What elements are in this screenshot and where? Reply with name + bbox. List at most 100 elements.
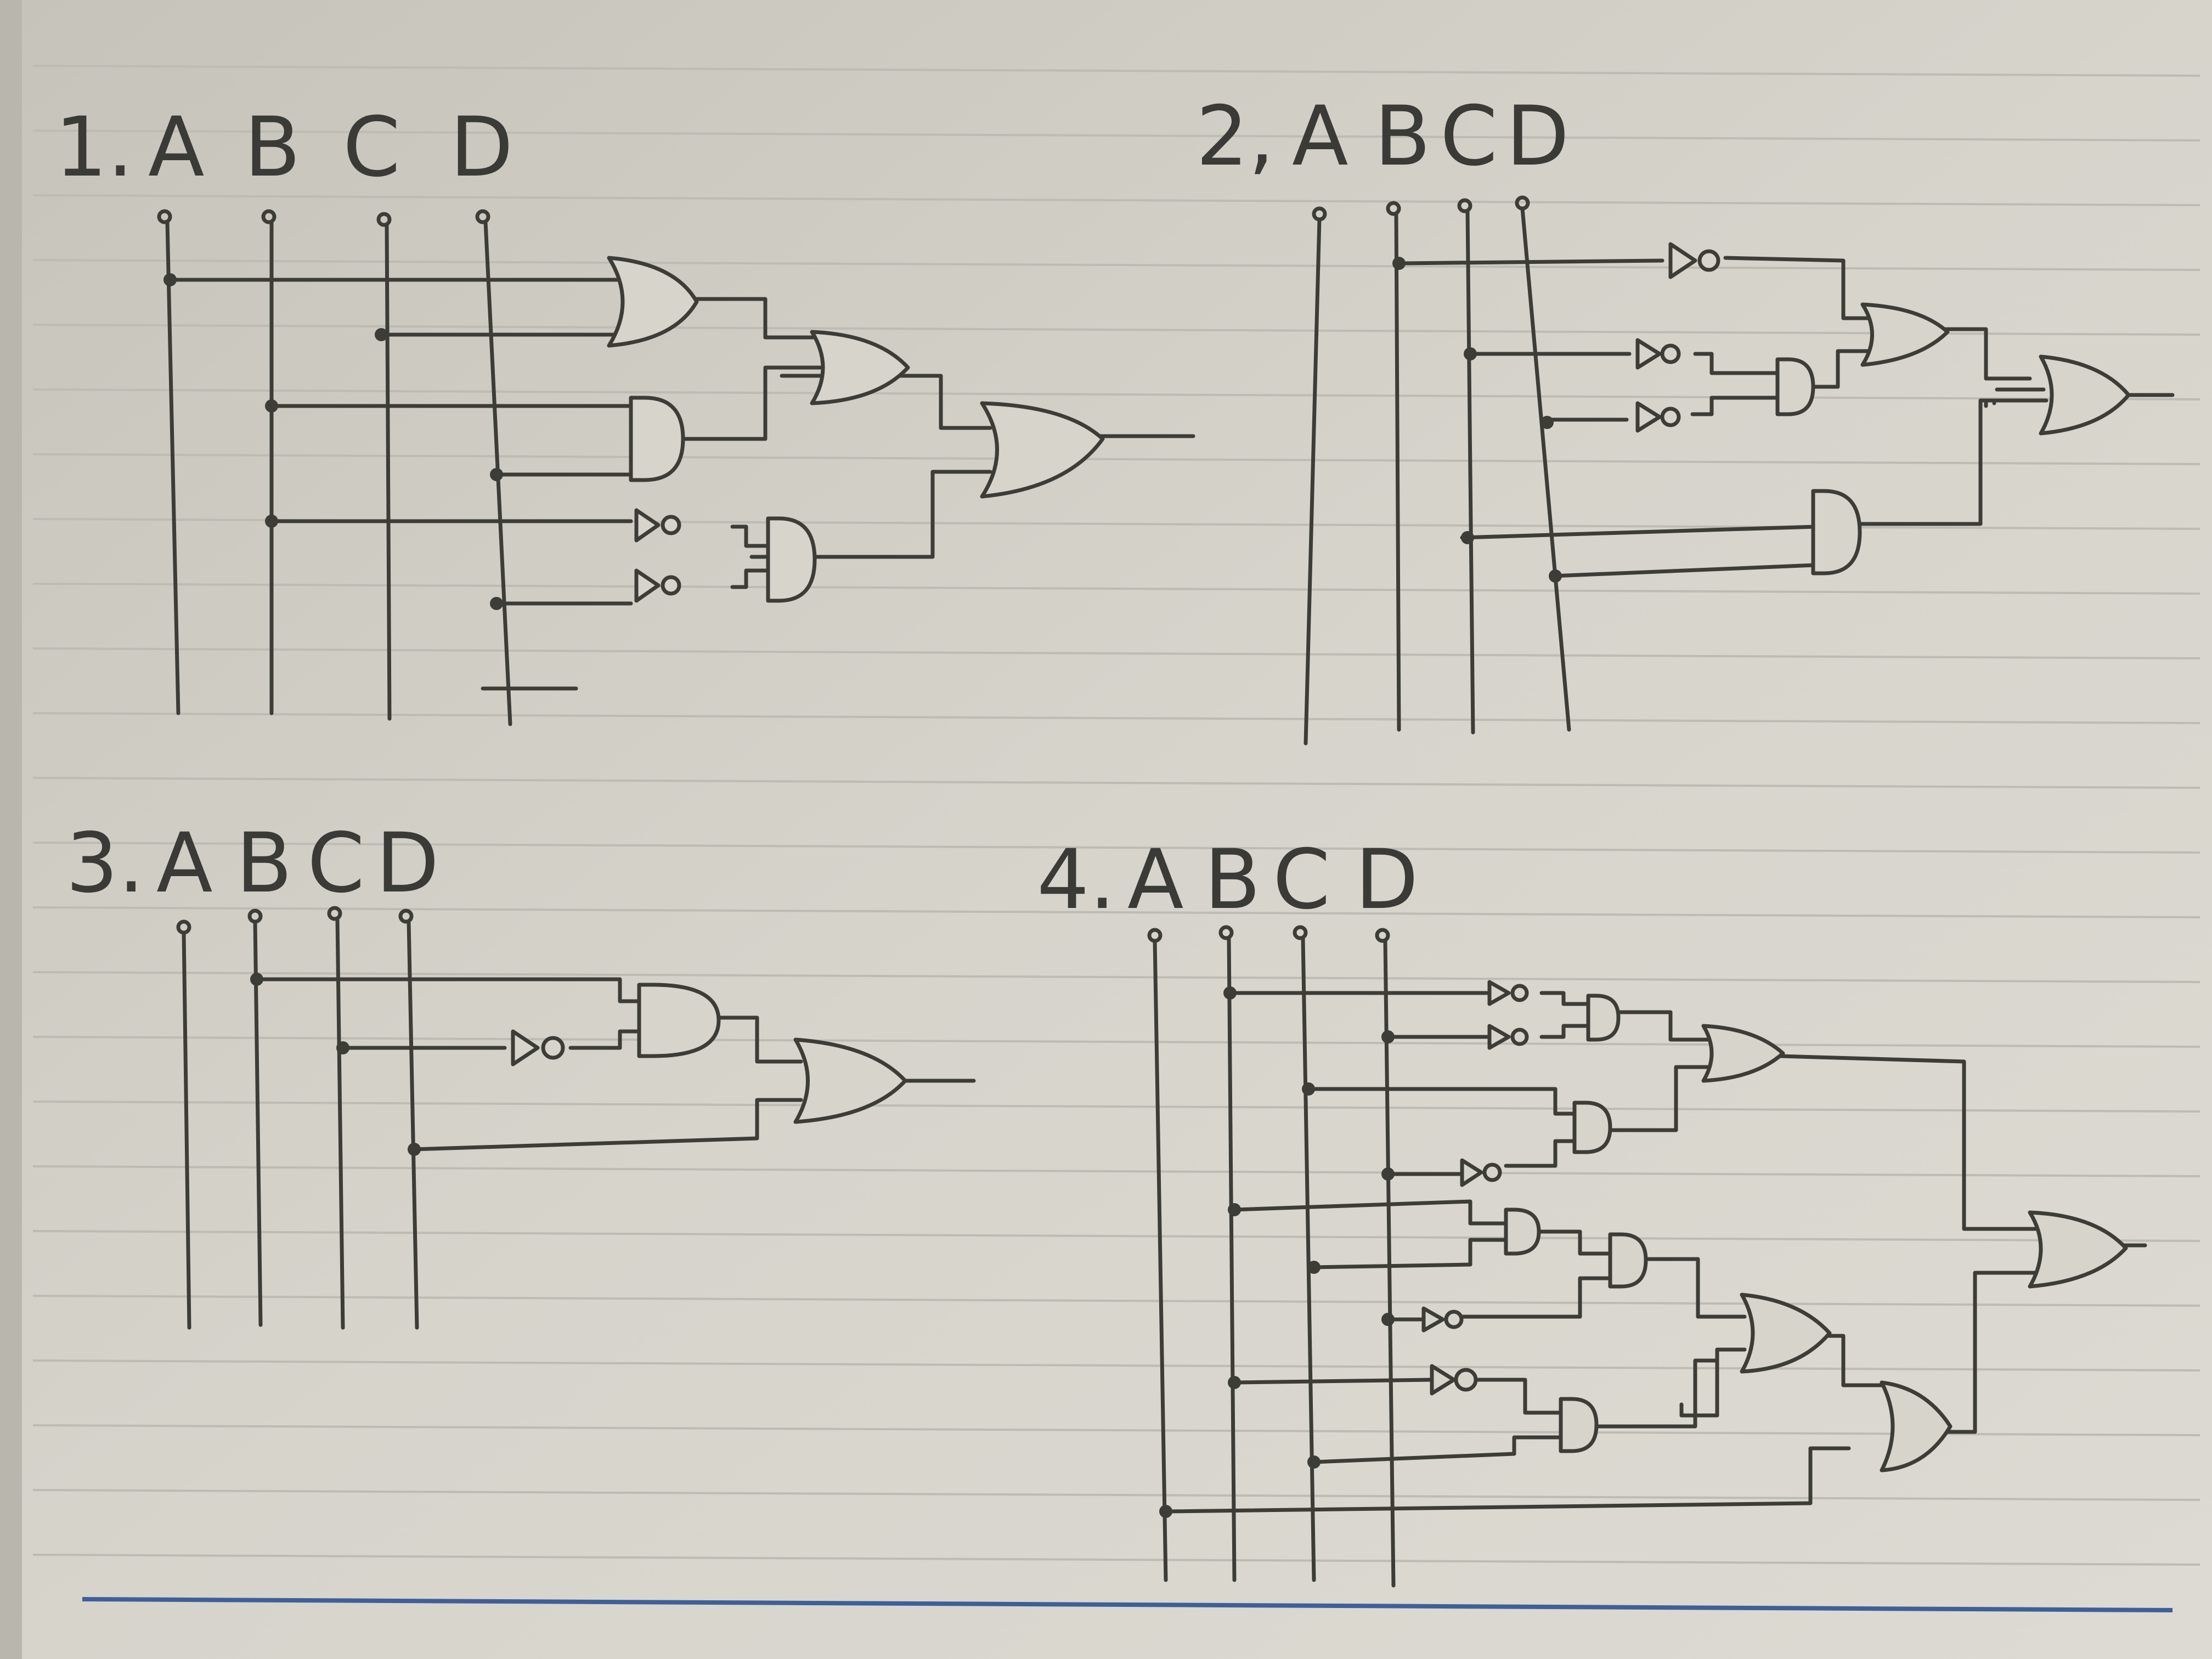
ruled-line <box>32 324 2200 336</box>
diagram-4-and-gate-2 <box>1572 1101 1612 1154</box>
diagram-3-junctions <box>250 973 421 1156</box>
diagram-2-not-gate-1 <box>1668 242 1697 279</box>
ruled-line <box>32 1165 2200 1177</box>
diagram-2-not-bubble-1 <box>1697 249 1720 272</box>
diagram-4-input-b: B <box>1204 832 1261 928</box>
diagram-1-not-gate-2 <box>634 568 661 603</box>
diagram-4-or-gate-3 <box>1880 1380 1953 1472</box>
ruled-line <box>32 65 2200 77</box>
diagram-3-wires <box>176 906 976 1330</box>
ruled-line <box>32 1230 2200 1242</box>
diagram-2-junctions <box>1392 257 1562 583</box>
diagram-1-gates <box>607 256 1105 603</box>
diagram-1-junctions <box>163 273 503 610</box>
bottom-margin-line <box>82 1597 2173 1612</box>
diagram-4-not-bubble-4 <box>1444 1310 1464 1329</box>
diagram-2-not-gate-3 <box>1635 401 1662 433</box>
circuit-diagram-4: 4. A B C D <box>1037 832 2147 1588</box>
diagram-4-not-bubble-3 <box>1482 1163 1502 1182</box>
diagram-3-input-c: C <box>307 816 365 911</box>
diagram-1-input-d: D <box>450 100 514 195</box>
ruled-line <box>32 1101 2200 1113</box>
diagram-2-not-gate-2 <box>1635 338 1662 370</box>
diagram-4-or-gate-4 <box>2028 1210 2128 1289</box>
diagram-2-or-gate-2 <box>2039 354 2131 436</box>
diagram-3-input-d: D <box>376 816 439 911</box>
diagram-1-not-bubble-2 <box>661 575 681 596</box>
circuit-diagram-3: 3. A B C D <box>66 816 976 1330</box>
diagram-2-input-a: A <box>1292 89 1348 184</box>
diagram-2-gates <box>1635 242 2131 575</box>
diagram-2-and-gate-1 <box>1775 357 1815 416</box>
diagram-2-input-c: C <box>1440 89 1498 184</box>
ruled-line <box>32 712 2200 724</box>
diagram-2-not-bubble-3 <box>1660 407 1681 427</box>
diagram-2-and-gate-2 <box>1811 489 1862 575</box>
diagram-1-or-gate-3 <box>980 401 1105 499</box>
diagram-4-not-gate-5 <box>1430 1364 1456 1396</box>
diagram-4-gates <box>1421 980 2128 1472</box>
diagram-4-number: 4. <box>1037 832 1115 928</box>
diagram-4-or-gate-1 <box>1701 1024 1785 1083</box>
circuit-diagram-1: 1. A B C D <box>55 100 1195 726</box>
diagram-3-and-gate-1 <box>637 983 721 1058</box>
ruled-line <box>32 971 2200 983</box>
diagram-4-or-gate-2 <box>1740 1293 1832 1374</box>
diagram-1-input-a: A <box>148 100 205 195</box>
ruled-line <box>32 583 2200 595</box>
diagram-4-junctions <box>1159 986 1395 1518</box>
ruled-line <box>32 1295 2200 1307</box>
diagram-2-or-gate-1 <box>1860 302 1950 367</box>
diagram-4-not-gate-2 <box>1487 1024 1511 1050</box>
ruled-line <box>32 259 2200 271</box>
diagram-3-number: 3. <box>66 816 144 911</box>
diagram-4-not-gate-3 <box>1460 1158 1483 1187</box>
ruled-line <box>32 388 2200 400</box>
diagram-3-not-bubble-1 <box>541 1036 565 1060</box>
diagram-1-and-gate-1 <box>629 396 685 482</box>
diagram-4-wires <box>1147 925 2147 1588</box>
ruled-line <box>32 1359 2200 1372</box>
diagram-4-input-d: D <box>1355 832 1419 928</box>
ruled-lines <box>32 65 2200 1566</box>
diagram-4-and-gate-4 <box>1608 1232 1648 1289</box>
diagram-3-or-gate-1 <box>793 1037 907 1124</box>
diagram-4-not-bubble-2 <box>1510 1028 1529 1046</box>
diagram-1-not-gate-1 <box>634 508 661 543</box>
diagram-4-not-bubble-5 <box>1454 1368 1478 1392</box>
diagram-2-input-d: D <box>1506 89 1570 184</box>
ruled-line <box>32 906 2200 918</box>
ruled-line <box>32 842 2200 854</box>
diagram-1-or-gate-2 <box>810 330 910 405</box>
diagram-4-and-gate-1 <box>1586 994 1621 1042</box>
diagram-3-input-b: B <box>236 816 292 911</box>
ruled-line <box>32 1424 2200 1436</box>
diagram-1-input-c: C <box>343 100 400 195</box>
ruled-line <box>32 777 2200 789</box>
diagram-4-not-gate-1 <box>1487 980 1511 1006</box>
ruled-line <box>32 1036 2200 1048</box>
diagram-4-input-a: A <box>1127 832 1184 928</box>
diagram-1-or-gate-1 <box>607 256 699 348</box>
diagram-1-input-b: B <box>244 100 301 195</box>
diagram-2-number: 2, <box>1196 89 1274 184</box>
diagram-4-not-bubble-1 <box>1510 984 1529 1002</box>
diagram-3-gates <box>511 983 907 1124</box>
diagram-4-and-gate-3 <box>1504 1207 1541 1256</box>
diagram-1-and-gate-2 <box>766 516 817 603</box>
diagram-4-not-gate-4 <box>1421 1306 1445 1333</box>
diagram-3-input-a: A <box>156 816 213 911</box>
ruled-line <box>32 453 2200 465</box>
diagram-1-not-bubble-1 <box>661 515 681 535</box>
ruled-line <box>32 1554 2200 1566</box>
diagram-2-wires <box>1304 195 2175 746</box>
ruled-line <box>32 1489 2200 1501</box>
ruled-line <box>32 194 2200 206</box>
diagram-4-and-gate-5 <box>1559 1397 1599 1453</box>
diagram-3-not-gate-1 <box>511 1029 540 1066</box>
diagram-2-input-b: B <box>1374 89 1431 184</box>
diagram-4-input-c: C <box>1273 832 1330 928</box>
page-edge <box>0 0 22 1659</box>
ruled-line <box>32 647 2200 659</box>
